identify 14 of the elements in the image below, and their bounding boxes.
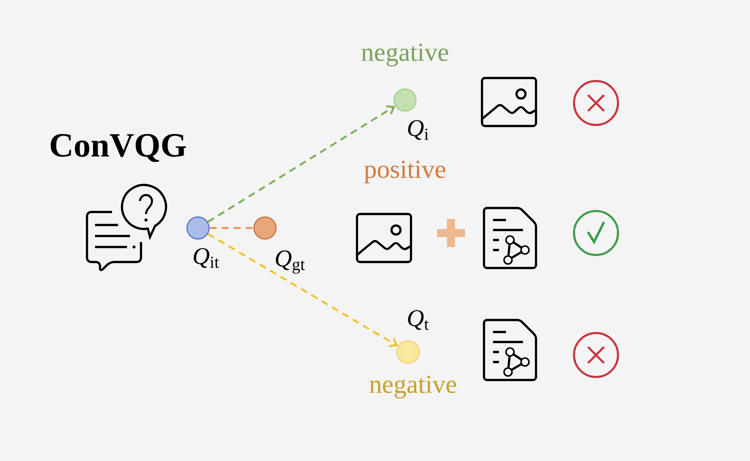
point-label: Q$_{gt}$ xyxy=(276,250,305,274)
title: ConVQG xyxy=(50,134,186,162)
point-marker xyxy=(393,88,417,112)
point-marker xyxy=(396,340,420,364)
point-marker xyxy=(253,216,277,240)
point-label: Q$_{t}$ xyxy=(408,310,429,330)
point-label: Q$_{i}$ xyxy=(408,120,428,140)
category-label: negative xyxy=(370,376,456,398)
category-label: positive xyxy=(364,160,446,184)
point-marker xyxy=(186,216,210,240)
arrow xyxy=(207,105,396,223)
arrow xyxy=(207,233,398,348)
category-label: negative xyxy=(362,44,448,66)
point-label: Q$_{it}$ xyxy=(194,248,219,268)
